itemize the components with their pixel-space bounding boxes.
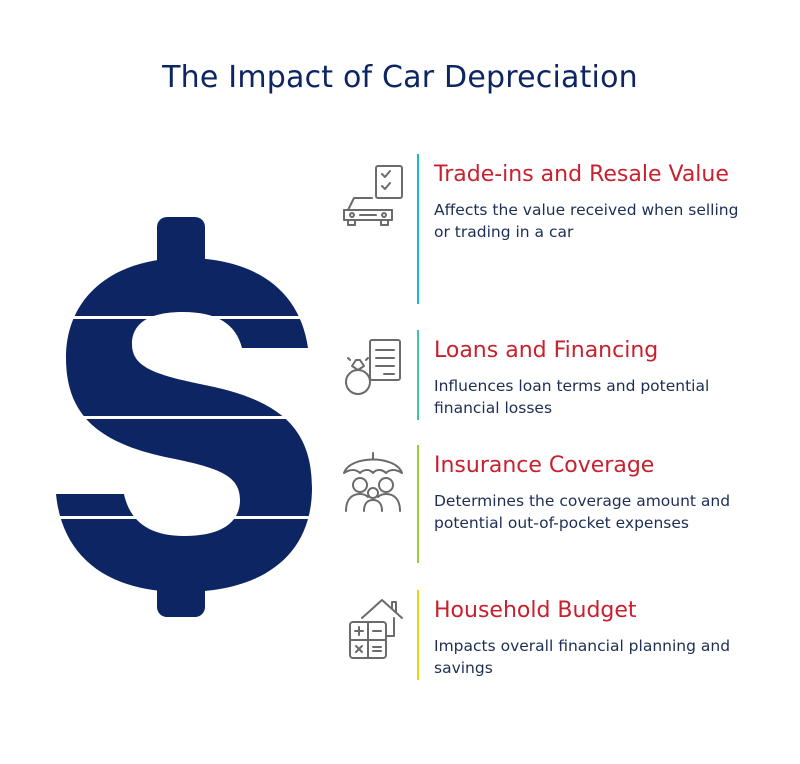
impact-item-household-budget: Household Budget Impacts overall financi… bbox=[330, 590, 780, 680]
impact-item-trade-ins: Trade-ins and Resale Value Affects the v… bbox=[330, 154, 780, 304]
item-description: Influences loan terms and potential fina… bbox=[434, 377, 710, 417]
item-title: Household Budget bbox=[434, 598, 637, 623]
impact-item-loans: Loans and Financing Influences loan term… bbox=[330, 330, 780, 420]
item-title: Trade-ins and Resale Value bbox=[434, 162, 729, 187]
umbrella-family-icon bbox=[343, 452, 403, 512]
item-divider bbox=[417, 445, 419, 563]
item-title: Loans and Financing bbox=[434, 338, 659, 363]
car-checklist-icon bbox=[343, 165, 403, 226]
ring-document-icon bbox=[345, 339, 401, 395]
item-description: Impacts overall financial planning and s… bbox=[434, 637, 731, 677]
item-description: Affects the value received when selling … bbox=[434, 201, 739, 241]
item-description: Determines the coverage amount and poten… bbox=[434, 492, 731, 532]
item-divider bbox=[417, 330, 419, 420]
calculator-house-icon bbox=[349, 599, 403, 659]
item-divider bbox=[417, 154, 419, 304]
page-title: The Impact of Car Depreciation bbox=[162, 60, 638, 95]
item-title: Insurance Coverage bbox=[434, 453, 655, 478]
dollar-sign-icon bbox=[50, 217, 320, 617]
item-divider bbox=[417, 590, 419, 680]
impact-item-insurance: Insurance Coverage Determines the covera… bbox=[330, 445, 780, 563]
